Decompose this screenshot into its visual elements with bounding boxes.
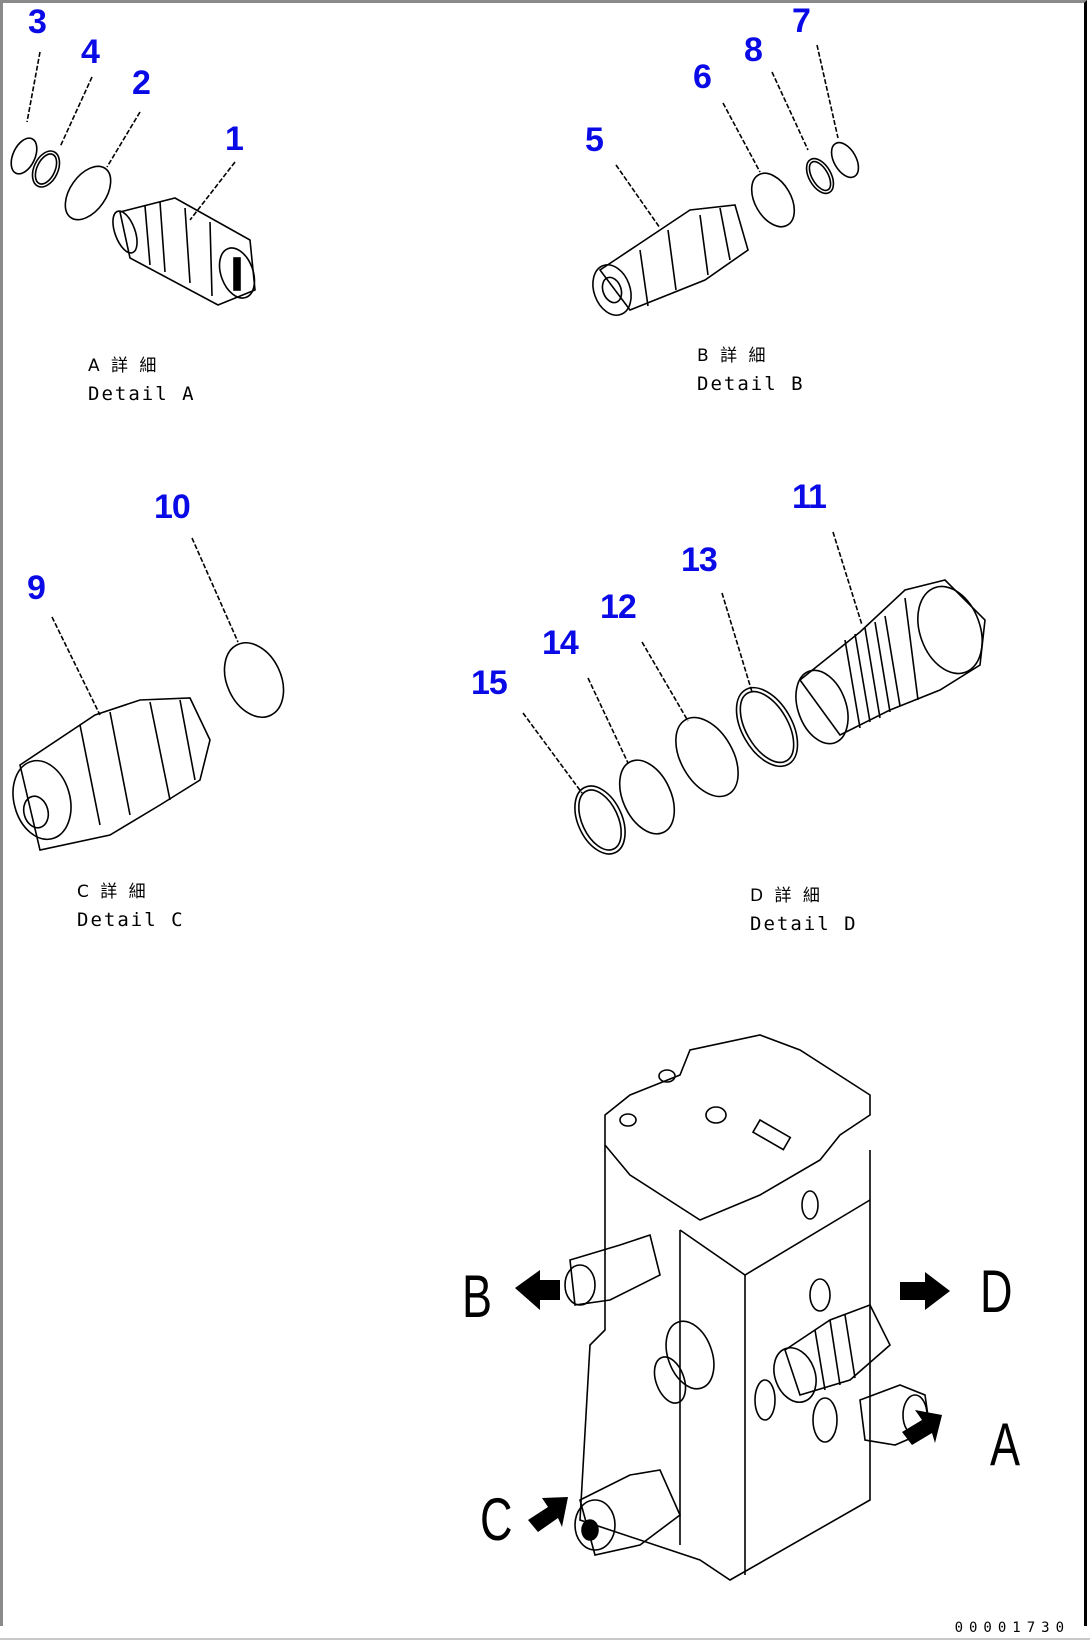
callout-2: 2 [132, 64, 151, 102]
leader-3 [26, 51, 41, 123]
leader-1 [189, 161, 236, 221]
view-letter-b: B [462, 1263, 493, 1330]
view-arrows [515, 1270, 950, 1532]
caption-detail-d-en: Detail D [750, 913, 858, 935]
arrow-b-icon [515, 1270, 560, 1310]
part-5-valve [592, 204, 749, 316]
callout-5: 5 [585, 121, 604, 159]
leader-14 [587, 677, 629, 764]
part-1-valve [112, 197, 256, 306]
part-13-ring [735, 686, 799, 768]
part-8-ring-inner [808, 160, 832, 192]
caption-detail-d: D 詳 細 Detail D [750, 884, 858, 936]
part-10-oring [223, 642, 285, 718]
leader-15 [522, 712, 583, 794]
part-15-ring [574, 785, 626, 855]
leader-11 [832, 531, 863, 626]
part-3-ring [10, 137, 38, 175]
caption-detail-c-jp: C 詳 細 [77, 882, 149, 902]
callout-15: 15 [471, 664, 508, 702]
part-4-ring-inner [34, 153, 58, 185]
part-14-oring [618, 759, 676, 835]
part-12-oring [675, 716, 739, 798]
part-2-oring [64, 165, 112, 221]
caption-detail-a: A 詳 細 Detail A [88, 354, 196, 406]
view-letter-d: D [980, 1258, 1013, 1325]
part-7-ring [830, 141, 860, 179]
caption-detail-a-jp: A 詳 細 [88, 356, 160, 376]
detail-d-group [522, 531, 986, 855]
callout-10: 10 [154, 488, 191, 526]
callout-14: 14 [542, 624, 579, 662]
callout-13: 13 [681, 541, 718, 579]
leader-9 [51, 616, 101, 716]
caption-detail-a-en: Detail A [88, 383, 196, 405]
callout-11: 11 [792, 478, 827, 516]
leader-2 [106, 111, 141, 168]
callout-8: 8 [744, 31, 763, 69]
detail-b-group [592, 44, 860, 316]
leader-6 [722, 102, 761, 173]
callout-6: 6 [693, 58, 712, 96]
detail-a-group [10, 51, 256, 306]
part-13-ring-inner [739, 690, 795, 764]
caption-detail-b: B 詳 細 Detail B [697, 344, 805, 396]
callout-1: 1 [225, 120, 244, 158]
bottom-rule [0, 1638, 1090, 1640]
leader-7 [816, 44, 839, 139]
arrow-c-icon [528, 1497, 568, 1532]
callout-4: 4 [81, 33, 100, 71]
leader-8 [771, 71, 809, 151]
callout-12: 12 [600, 588, 637, 626]
part-11-valve [795, 579, 986, 745]
callout-7: 7 [792, 2, 811, 40]
leader-5 [615, 164, 661, 229]
leader-13 [721, 592, 753, 693]
main-valve-assembly [564, 1034, 931, 1581]
callout-3: 3 [28, 3, 47, 41]
drawing-code: 00001730 [954, 1620, 1070, 1636]
part-6-oring [750, 172, 796, 228]
part-15-ring-inner [578, 789, 622, 851]
part-9-valve [12, 697, 211, 851]
detail-c-group [12, 537, 285, 851]
part-8-ring [805, 157, 835, 195]
view-letter-c: C [480, 1486, 513, 1553]
leader-10 [191, 537, 239, 643]
caption-detail-c: C 詳 細 Detail C [77, 880, 185, 932]
leader-4 [59, 76, 93, 148]
leader-12 [641, 641, 689, 722]
caption-detail-b-jp: B 詳 細 [697, 346, 769, 366]
part-4-ring [31, 150, 61, 188]
arrow-d-icon [900, 1272, 950, 1310]
caption-detail-b-en: Detail B [697, 373, 805, 395]
view-letter-a: A [990, 1411, 1021, 1478]
arrow-a-icon [902, 1410, 942, 1445]
caption-detail-c-en: Detail C [77, 909, 185, 931]
caption-detail-d-jp: D 詳 細 [750, 886, 823, 906]
callout-9: 9 [27, 569, 46, 607]
